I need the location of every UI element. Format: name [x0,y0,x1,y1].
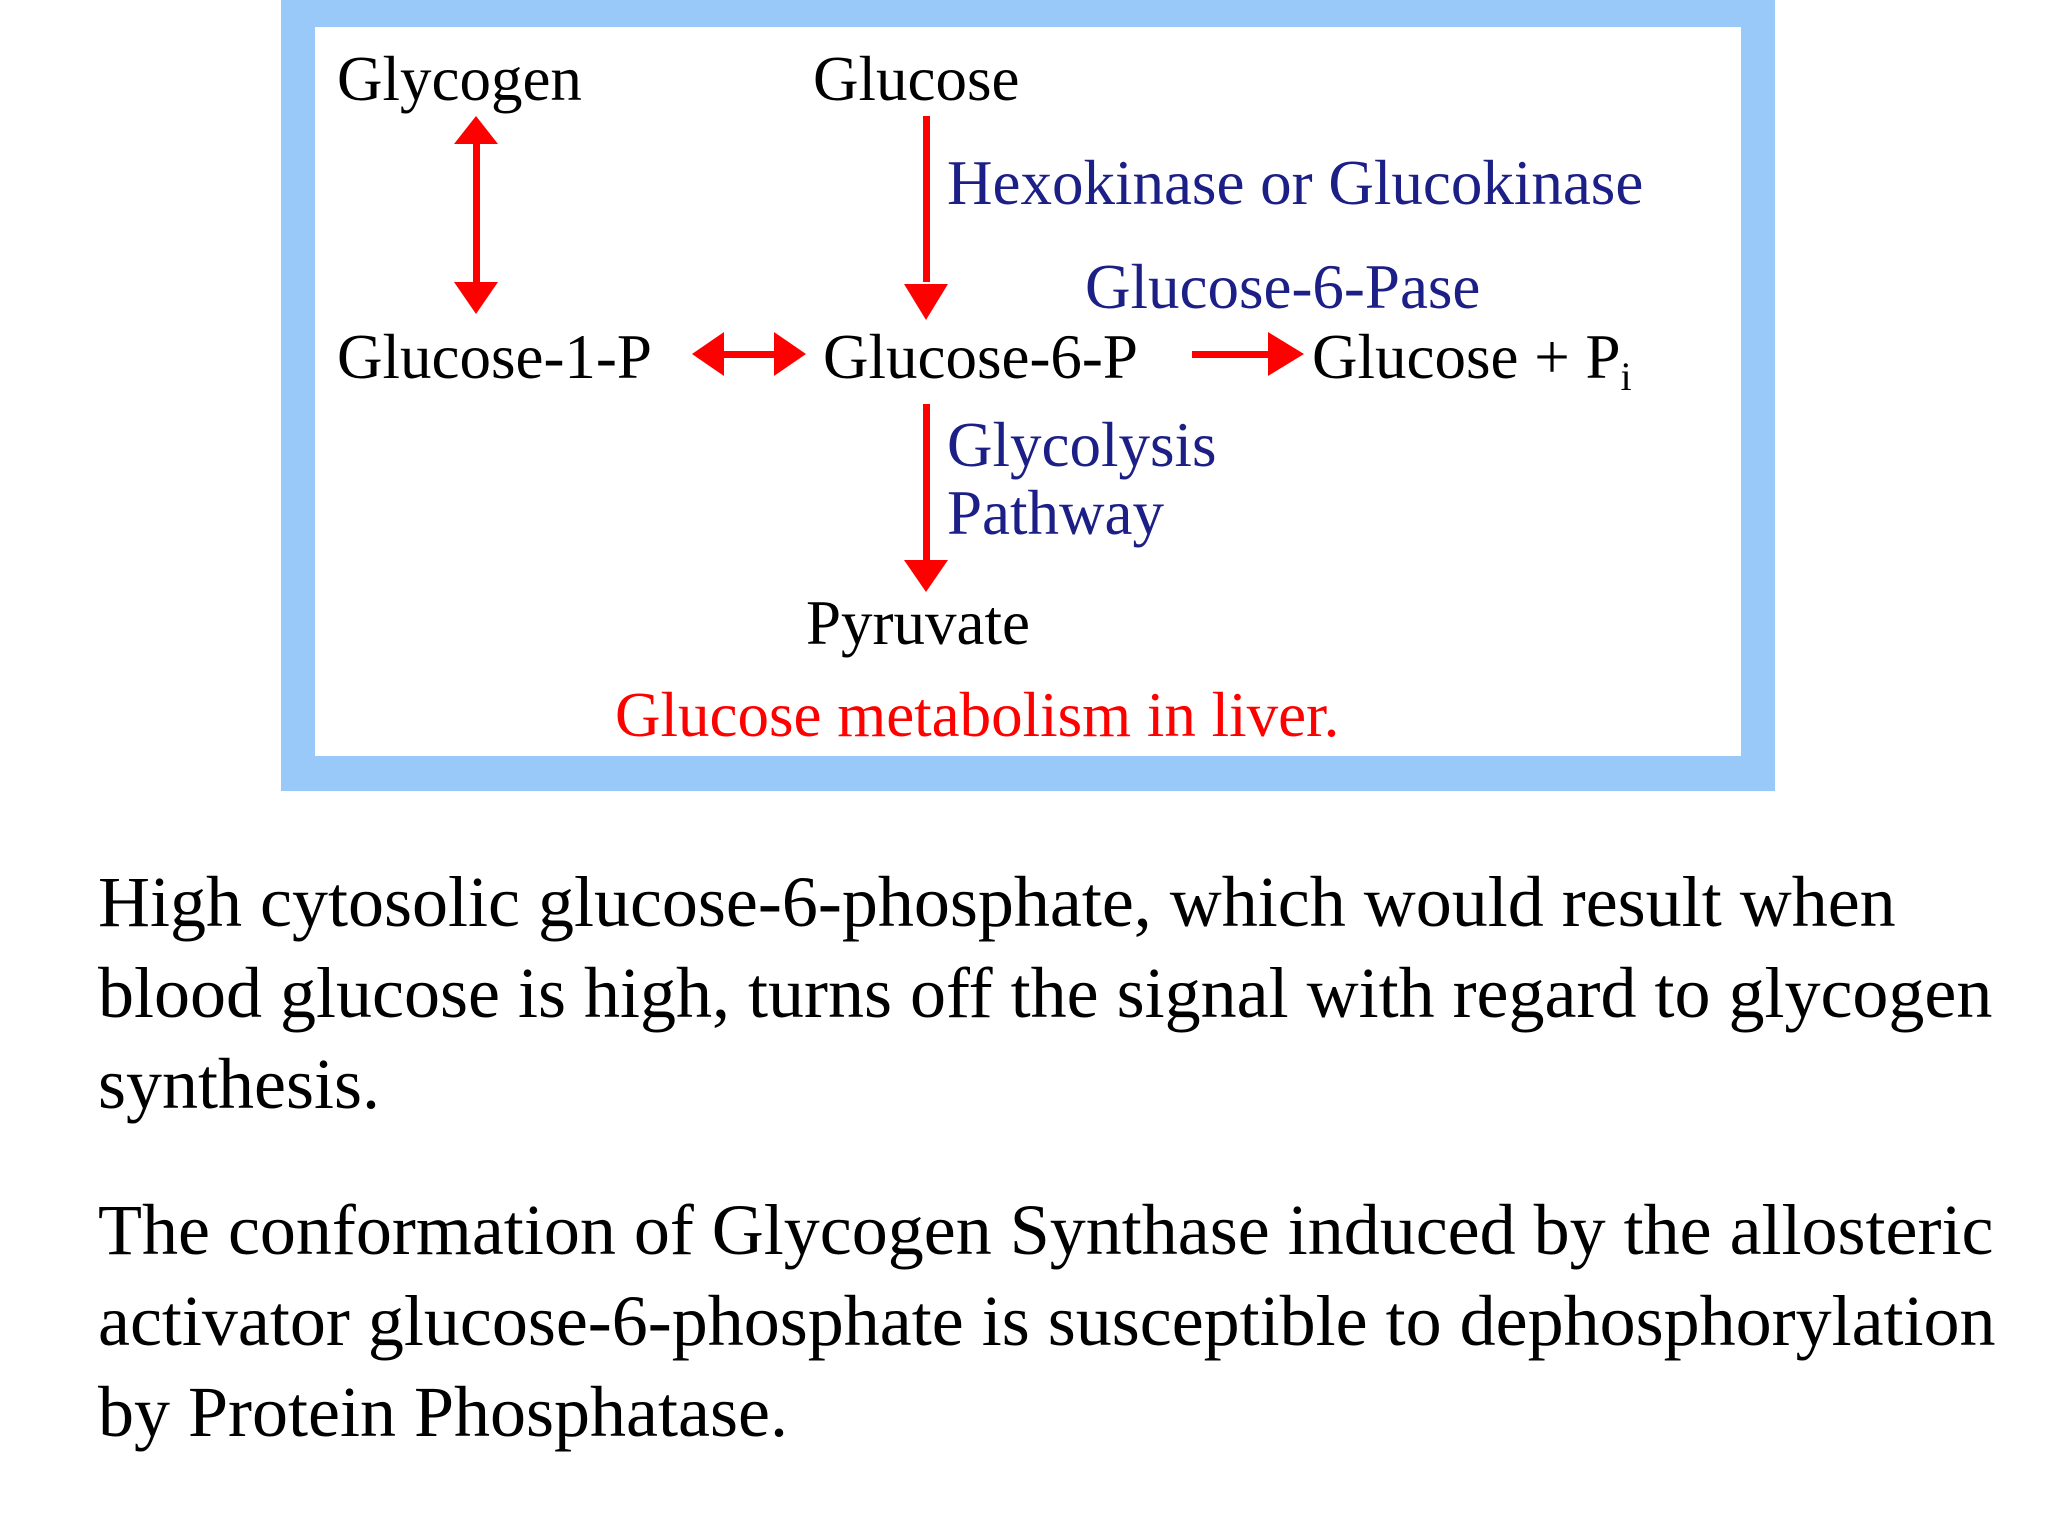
glucose6p-to-pyruvate-arrow [904,404,948,592]
glucose-6-pase-label: Glucose-6-Pase [1085,252,1481,322]
pathway-arrows [454,116,1304,592]
pi-subscript: i [1620,354,1632,399]
glucose1p-glucose6p-arrow [692,332,806,376]
paragraph-glycogen-synthase: The conformation of Glycogen Synthase in… [98,1190,1996,1452]
paragraph-glucose6p-signal: High cytosolic glucose-6-phosphate, whic… [98,862,1993,1124]
glucose-to-glucose6p-arrow [904,116,948,320]
glycogen-glucose1p-arrow [454,116,498,314]
glucose-pi-label: Glucose + Pi [1312,326,1632,397]
glucose-1-p-label: Glucose-1-P [337,322,652,392]
diagram-panel [315,27,1741,756]
pyruvate-label: Pyruvate [806,588,1030,658]
glucose-pi-text: Glucose + P [1312,322,1621,392]
glycolysis-label: Glycolysis [947,410,1217,480]
diagram-caption: Glucose metabolism in liver. [615,680,1340,750]
glycogen-label: Glycogen [337,44,582,114]
hexokinase-label: Hexokinase or Glucokinase [947,148,1644,218]
glucose-6-p-label: Glucose-6-P [823,322,1138,392]
glucose-top-label: Glucose [813,44,1020,114]
pathway-label: Pathway [947,478,1164,548]
glucose6p-to-glucose-arrow [1192,332,1304,376]
